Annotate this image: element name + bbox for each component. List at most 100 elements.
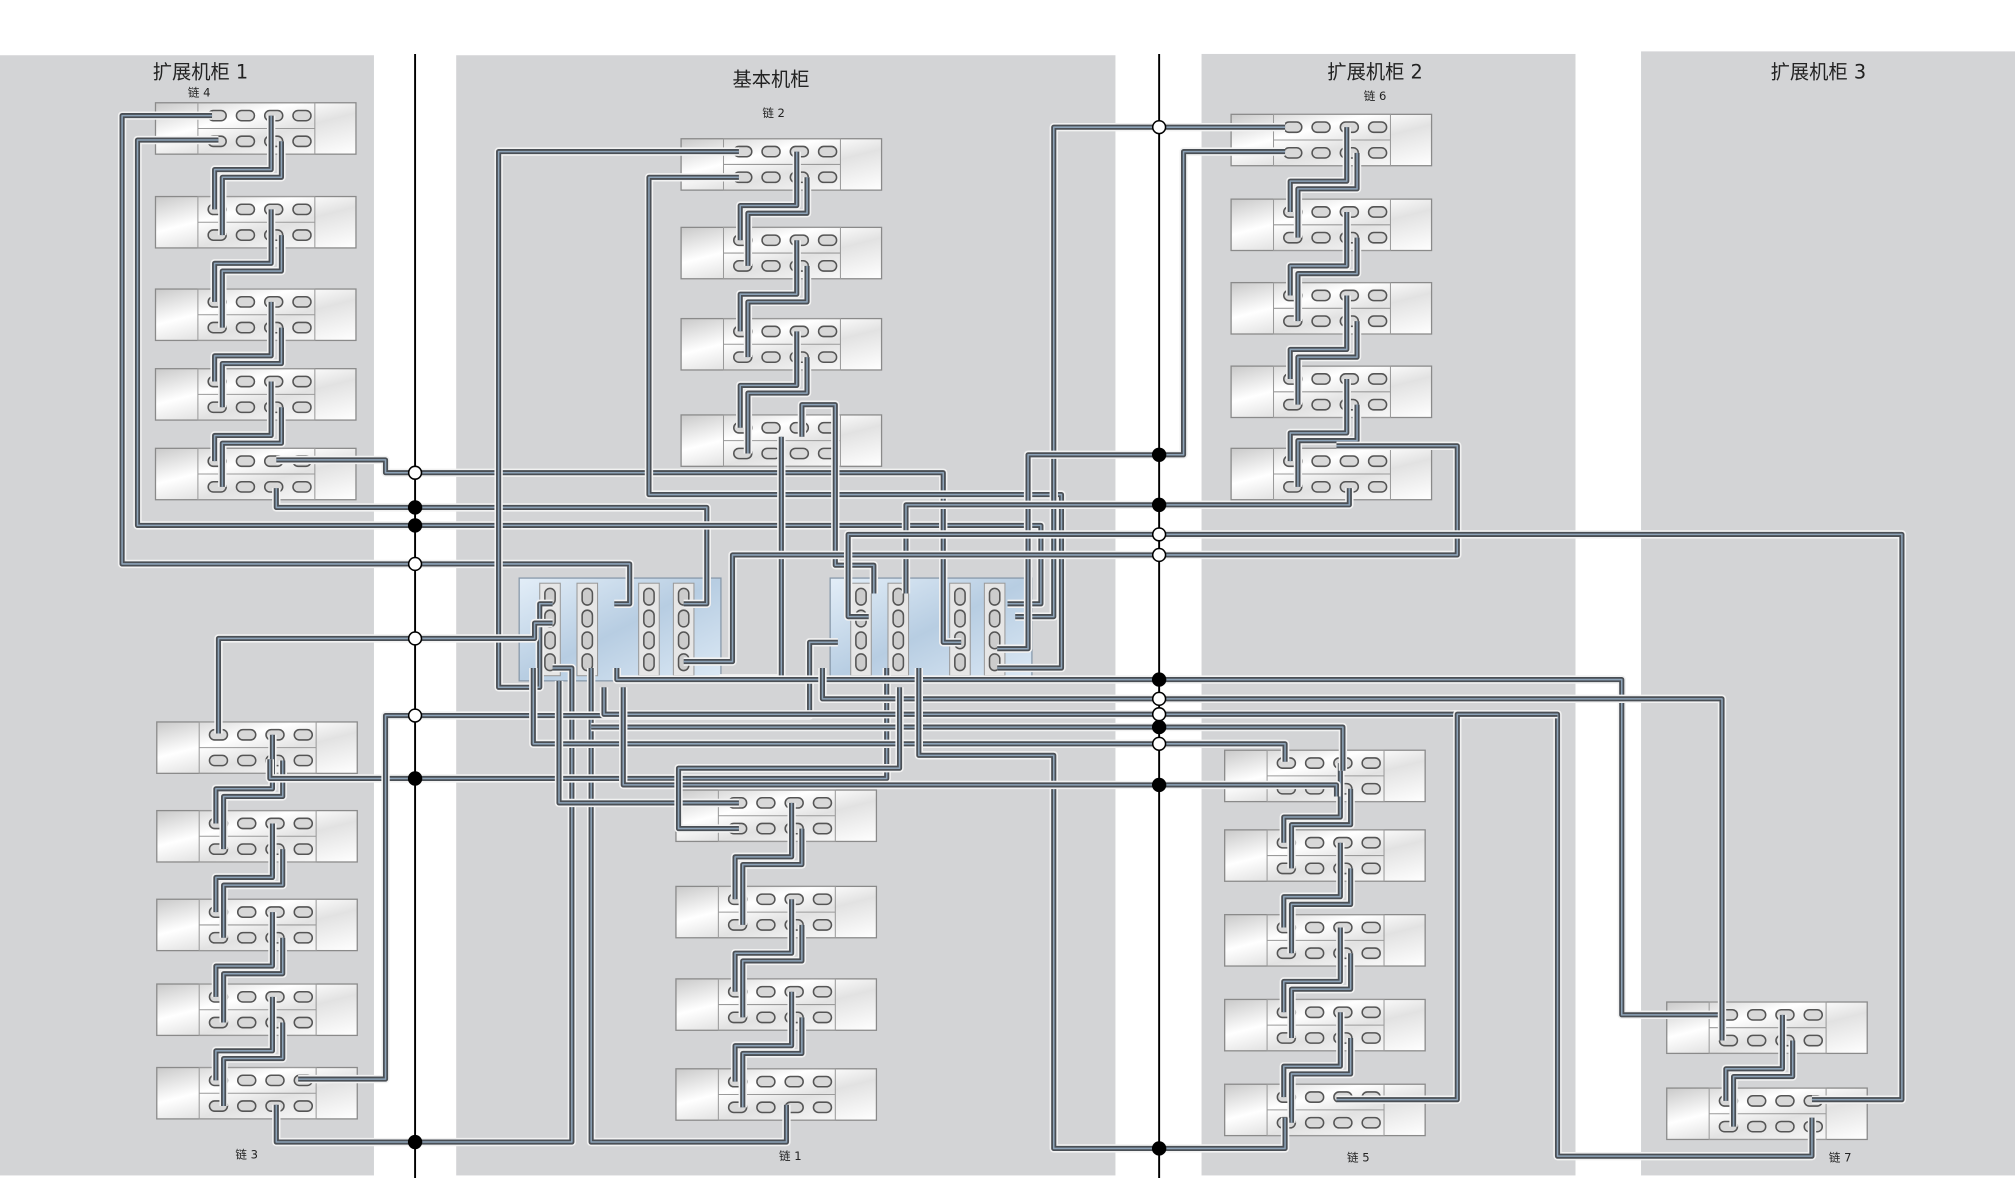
sas-port bbox=[1304, 1091, 1325, 1103]
disk-shelf bbox=[156, 898, 358, 952]
junction-dot-filled bbox=[1151, 719, 1167, 735]
sas-port bbox=[236, 1016, 257, 1029]
junction-dot-open bbox=[407, 465, 423, 480]
hba-card bbox=[887, 582, 910, 677]
sas-port bbox=[236, 1100, 257, 1112]
sas-cable bbox=[117, 111, 634, 608]
sas-port bbox=[789, 447, 810, 460]
sas-port bbox=[1311, 480, 1331, 493]
sas-cable bbox=[1286, 211, 1351, 296]
sas-port bbox=[1311, 206, 1331, 218]
sas-port bbox=[1311, 121, 1331, 134]
disk-shelf bbox=[1230, 447, 1433, 501]
sas-cable bbox=[1287, 868, 1355, 954]
sas-port bbox=[1361, 947, 1381, 960]
sas-port bbox=[1367, 455, 1388, 468]
sas-port bbox=[892, 653, 905, 672]
sas-cable bbox=[743, 265, 812, 358]
sas-port bbox=[1367, 121, 1388, 134]
chain-label-1: 链 1 bbox=[779, 1149, 802, 1163]
junction-dot-open bbox=[407, 708, 423, 723]
disk-shelf bbox=[1666, 1087, 1868, 1141]
disk-shelf bbox=[1666, 1001, 1868, 1055]
sas-cable bbox=[210, 209, 276, 302]
sas-cable bbox=[529, 668, 1290, 762]
sas-port bbox=[756, 919, 776, 931]
sas-port bbox=[292, 375, 312, 388]
sas-cable bbox=[743, 177, 812, 266]
sas-port bbox=[1311, 373, 1331, 385]
sas-port bbox=[756, 1075, 776, 1088]
sas-port bbox=[236, 1074, 257, 1087]
junction-dot-open bbox=[1151, 707, 1167, 722]
sas-port bbox=[812, 1101, 833, 1114]
sas-port bbox=[855, 653, 867, 672]
sas-port bbox=[812, 822, 833, 835]
sas-port bbox=[235, 455, 256, 468]
junction-dot-filled bbox=[407, 518, 423, 533]
sas-port bbox=[1367, 206, 1388, 218]
sas-port bbox=[643, 609, 655, 628]
sas-port bbox=[954, 653, 966, 672]
chain-label-7: 链 7 bbox=[1829, 1150, 1852, 1164]
sas-port bbox=[756, 893, 776, 906]
chain-label-6: 链 6 bbox=[1364, 89, 1387, 103]
sas-port bbox=[1746, 1034, 1767, 1047]
disk-shelf bbox=[154, 195, 357, 249]
sas-port bbox=[236, 817, 257, 830]
junction-dot-open bbox=[1151, 691, 1167, 707]
sas-port bbox=[292, 109, 312, 122]
sas-port bbox=[1311, 289, 1331, 302]
sas-cable bbox=[1336, 710, 1558, 1104]
sas-port bbox=[761, 260, 781, 272]
disk-shelf bbox=[675, 1068, 878, 1121]
sas-cable bbox=[1279, 927, 1345, 1013]
disk-shelf bbox=[675, 978, 878, 1031]
sas-port bbox=[1304, 921, 1325, 934]
sas-port bbox=[892, 587, 905, 606]
sas-port bbox=[544, 653, 556, 672]
sas-cable bbox=[219, 937, 287, 1023]
sas-cable bbox=[272, 663, 577, 1147]
sas-cable bbox=[133, 135, 1046, 608]
sas-cable bbox=[218, 327, 286, 408]
sas-cable bbox=[1293, 152, 1362, 238]
sas-cable bbox=[619, 687, 1341, 797]
sas-port bbox=[1304, 836, 1325, 849]
junction-dot-open bbox=[1151, 119, 1167, 135]
sas-port bbox=[236, 990, 257, 1003]
sas-port bbox=[1311, 398, 1331, 411]
sas-cable bbox=[1286, 295, 1351, 379]
junction-dot-open bbox=[407, 556, 423, 572]
sas-port bbox=[1283, 146, 1303, 159]
sas-port bbox=[756, 822, 776, 835]
sas-port bbox=[643, 631, 655, 650]
sas-cable bbox=[738, 924, 807, 1018]
chain-label-4: 链 4 bbox=[188, 85, 211, 99]
sas-cable bbox=[738, 828, 807, 925]
sas-port bbox=[988, 587, 1001, 606]
sas-port bbox=[756, 1011, 776, 1024]
sas-port bbox=[1304, 947, 1325, 960]
sas-cable bbox=[730, 991, 796, 1082]
sas-port bbox=[761, 171, 781, 184]
sas-cable bbox=[736, 240, 801, 332]
sas-port bbox=[293, 931, 314, 944]
sas-cable bbox=[272, 488, 711, 608]
disk-shelf bbox=[675, 789, 878, 843]
disk-shelf bbox=[1224, 998, 1426, 1052]
disk-shelf bbox=[154, 368, 357, 421]
sas-cable bbox=[743, 357, 812, 454]
junction-dot-open bbox=[1151, 547, 1167, 563]
sas-port bbox=[1367, 480, 1388, 493]
sas-port bbox=[855, 631, 867, 650]
junction-dot-open bbox=[1151, 527, 1167, 542]
cabinet-expansion-3 bbox=[1641, 51, 2015, 1176]
junction-dot-filled bbox=[407, 1134, 423, 1150]
sas-cable bbox=[612, 668, 1723, 1020]
sas-cable bbox=[494, 147, 739, 692]
sas-cable bbox=[219, 1022, 287, 1107]
disk-shelf bbox=[156, 983, 358, 1037]
junction-dot-filled bbox=[407, 500, 423, 515]
